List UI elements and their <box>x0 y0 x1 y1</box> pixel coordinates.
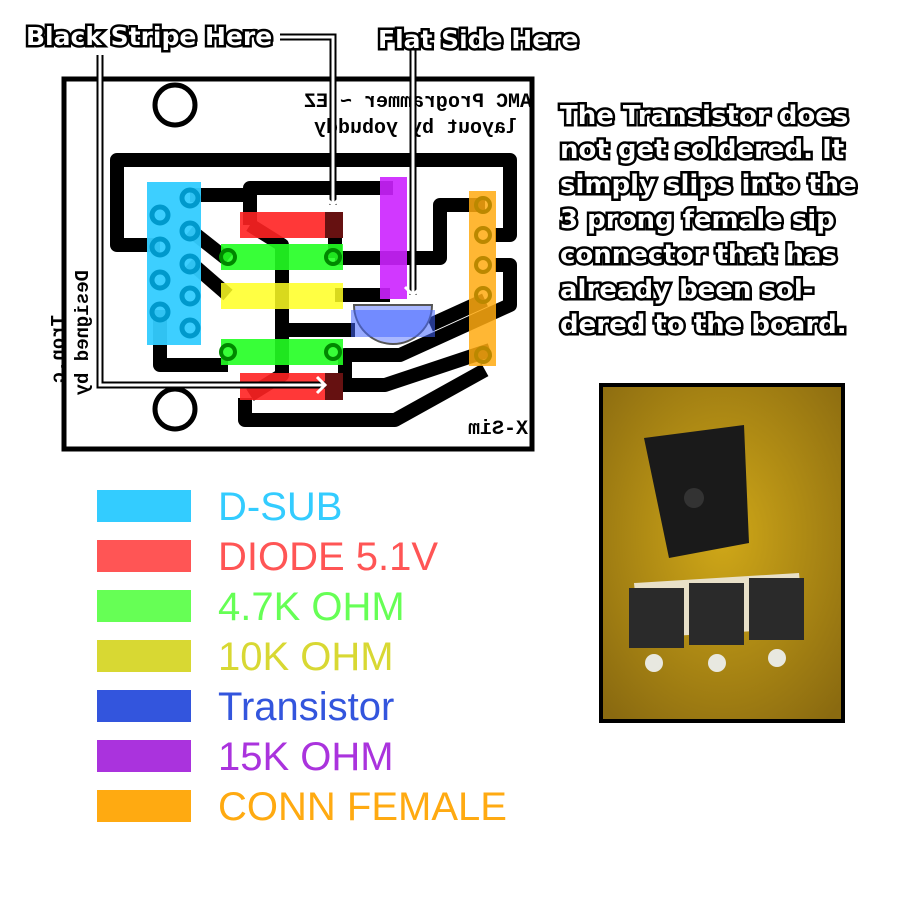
note-line: simply slips into the <box>560 170 857 200</box>
legend-label: DIODE 5.1V <box>218 535 439 579</box>
note-line: not get soldered. It <box>560 135 844 165</box>
legend-item-dsub: D-SUB <box>97 485 342 529</box>
black-stripe-label: Black Stripe Here <box>26 22 272 51</box>
legend-item-transistor: Transistor <box>97 685 394 729</box>
legend-swatch <box>97 490 191 522</box>
resistor-10k <box>221 283 343 309</box>
board-brand: X-Sim <box>468 418 528 441</box>
legend-item-conn: CONN FEMALE <box>97 785 507 829</box>
note-line: 3 prong female sip <box>560 205 835 235</box>
transistor-photo <box>599 383 845 723</box>
legend-swatch <box>97 790 191 822</box>
legend-swatch <box>97 690 191 722</box>
pcb-layout: AMC Programmer ~ EZ layout by yobuddy X-… <box>24 20 860 452</box>
legend-swatch <box>97 740 191 772</box>
components <box>147 177 496 400</box>
transistor <box>351 310 435 337</box>
legend-label: 15K OHM <box>218 735 394 779</box>
resistor-4k7-top <box>221 244 343 270</box>
conn-female <box>469 191 496 366</box>
legend-item-10k: 10K OHM <box>97 635 394 679</box>
black-stripe-bottom <box>325 373 343 400</box>
legend-item-15k: 15K OHM <box>97 735 394 779</box>
note-line: dered to the board. <box>560 310 847 340</box>
legend-swatch <box>97 540 191 572</box>
note-line: connector that has <box>560 240 837 270</box>
legend-label: Transistor <box>218 685 395 729</box>
mount-hole <box>152 386 198 432</box>
flat-side-label: Flat Side Here <box>378 25 578 54</box>
mount-hole <box>152 82 198 128</box>
legend-item-diode: DIODE 5.1V <box>97 535 438 579</box>
legend-label: 4.7K OHM <box>218 585 405 629</box>
black-stripe-top <box>325 212 343 238</box>
resistor-4k7-bottom <box>221 339 343 365</box>
note-line: already been sol- <box>560 275 814 305</box>
transistor-note: The Transistor does not get soldered. It… <box>558 99 860 343</box>
board-title-1: AMC Programmer ~ EZ <box>304 91 532 114</box>
legend-item-4k7: 4.7K OHM <box>97 585 405 629</box>
note-line: The Transistor does <box>560 101 848 131</box>
designer-1: Designed by <box>72 270 94 396</box>
legend-swatch <box>97 590 191 622</box>
legend-swatch <box>97 640 191 672</box>
legend-label: D-SUB <box>218 485 343 529</box>
legend-label: CONN FEMALE <box>218 785 507 829</box>
resistor-15k <box>380 177 407 299</box>
designer-2: Tron.c <box>48 315 70 383</box>
legend-label: 10K OHM <box>218 635 394 679</box>
